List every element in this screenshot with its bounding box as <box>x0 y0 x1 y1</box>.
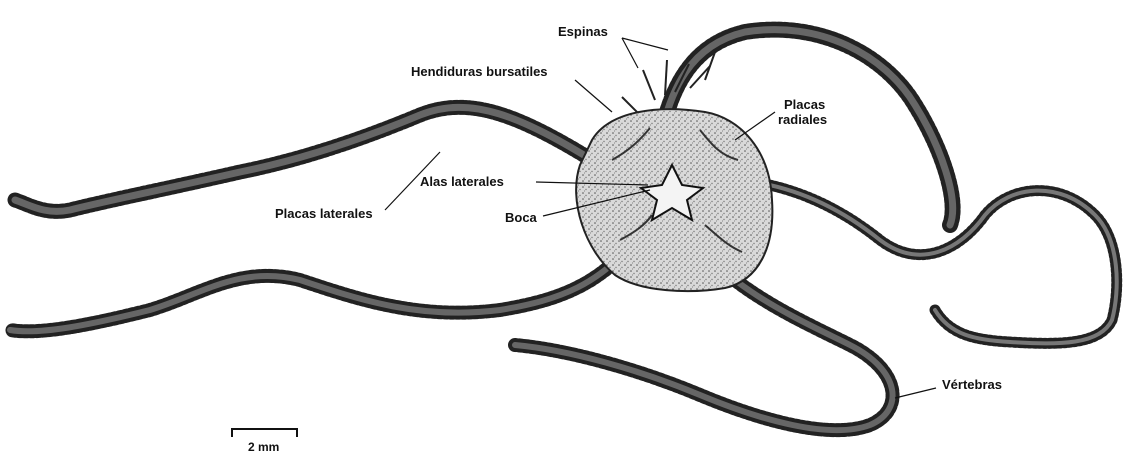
scale-bar <box>232 429 297 437</box>
label-alas-laterales: Alas laterales <box>420 174 504 189</box>
label-hendiduras-bursatiles: Hendiduras bursatiles <box>411 64 548 79</box>
label-espinas: Espinas <box>558 24 608 39</box>
label-placas-radiales-line1: Placas <box>784 97 825 112</box>
label-boca: Boca <box>505 210 537 225</box>
label-placas-radiales-line2: radiales <box>778 112 827 127</box>
arm-left-upper <box>15 107 600 211</box>
scale-bar-label: 2 mm <box>248 440 279 455</box>
arm-left-lower <box>10 235 640 331</box>
label-placas-laterales: Placas laterales <box>275 206 373 221</box>
label-vertebras: Vértebras <box>942 377 1002 392</box>
